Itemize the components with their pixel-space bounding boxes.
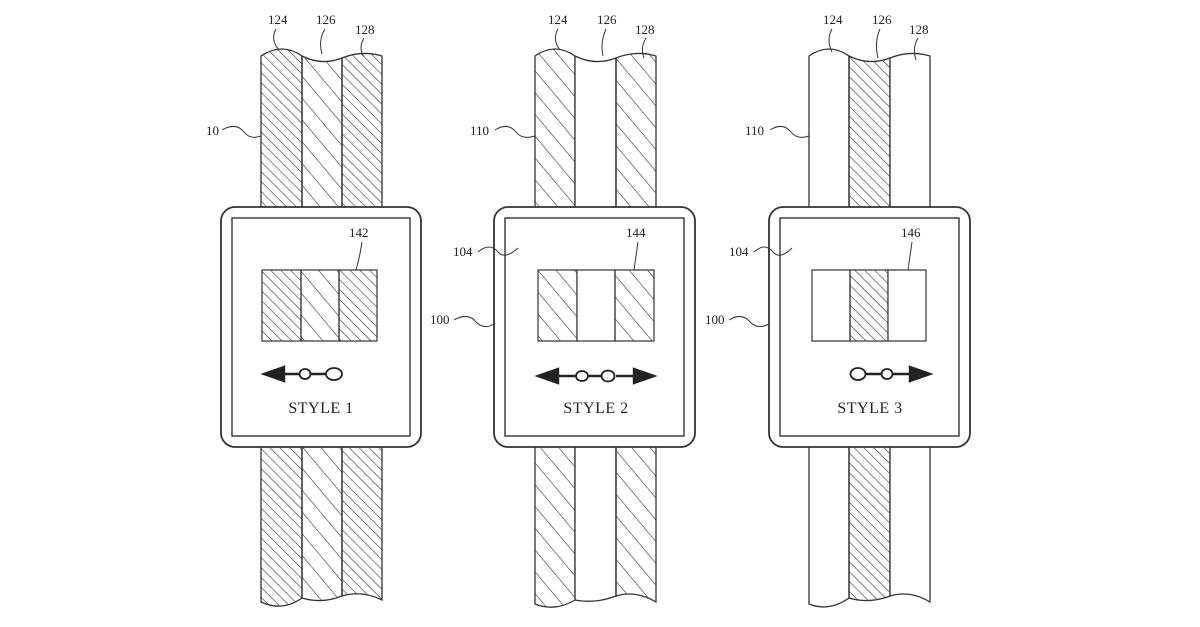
- window-144: [537, 269, 655, 342]
- style-1-label: STYLE 1: [288, 400, 353, 417]
- ref-124-w3: 124: [823, 12, 843, 27]
- band-strip-126: [301, 54, 343, 209]
- ref-band-w1: 10: [206, 123, 219, 138]
- ref-124-w1: 124: [268, 12, 288, 27]
- ref-126-w2: 126: [597, 12, 617, 27]
- ref-124-w2: 124: [548, 12, 568, 27]
- ref-126-w3: 126: [872, 12, 892, 27]
- watch-style-3: STYLE 3 124 126 128 110 104 100 146: [705, 12, 971, 608]
- band-bottom-2: [534, 445, 657, 608]
- band-top-1: [260, 48, 383, 209]
- ref-128-w2: 128: [635, 22, 655, 37]
- band-top-2: [534, 48, 657, 209]
- drag-control-1: [260, 365, 343, 383]
- ref-face-w2: 104: [453, 244, 473, 259]
- band-bottom-3: [808, 445, 931, 608]
- drag-control-2: [534, 367, 658, 385]
- arrow-left-icon: [260, 365, 300, 383]
- window-146: [811, 269, 927, 342]
- watch-style-1: STYLE 1 124 126 128 10 142: [206, 12, 422, 607]
- ref-housing-w2: 100: [430, 312, 450, 327]
- arrow-right-icon: [616, 367, 658, 385]
- ref-126-w1: 126: [316, 12, 336, 27]
- ref-housing-w3: 100: [705, 312, 725, 327]
- band-strip-128: [341, 52, 383, 209]
- band-top-3: [808, 48, 931, 209]
- style-3-label: STYLE 3: [837, 400, 902, 417]
- ref-128-w3: 128: [909, 22, 929, 37]
- ref-band-w2: 110: [470, 123, 489, 138]
- ref-window-146: 146: [901, 225, 921, 240]
- ref-window-144: 144: [626, 225, 646, 240]
- ref-band-w3: 110: [745, 123, 764, 138]
- arrow-right-icon: [892, 365, 934, 383]
- window-142: [261, 269, 378, 342]
- band-bottom-1: [260, 445, 383, 607]
- ref-face-w3: 104: [729, 244, 749, 259]
- arrow-left-icon: [534, 367, 576, 385]
- ref-window-142: 142: [349, 225, 369, 240]
- style-2-label: STYLE 2: [563, 400, 628, 417]
- watch-style-2: STYLE 2 124 126 128 110 104 100 144: [430, 12, 696, 608]
- drag-control-3: [849, 365, 934, 383]
- band-strip-124: [260, 48, 303, 209]
- ref-128-w1: 128: [355, 22, 375, 37]
